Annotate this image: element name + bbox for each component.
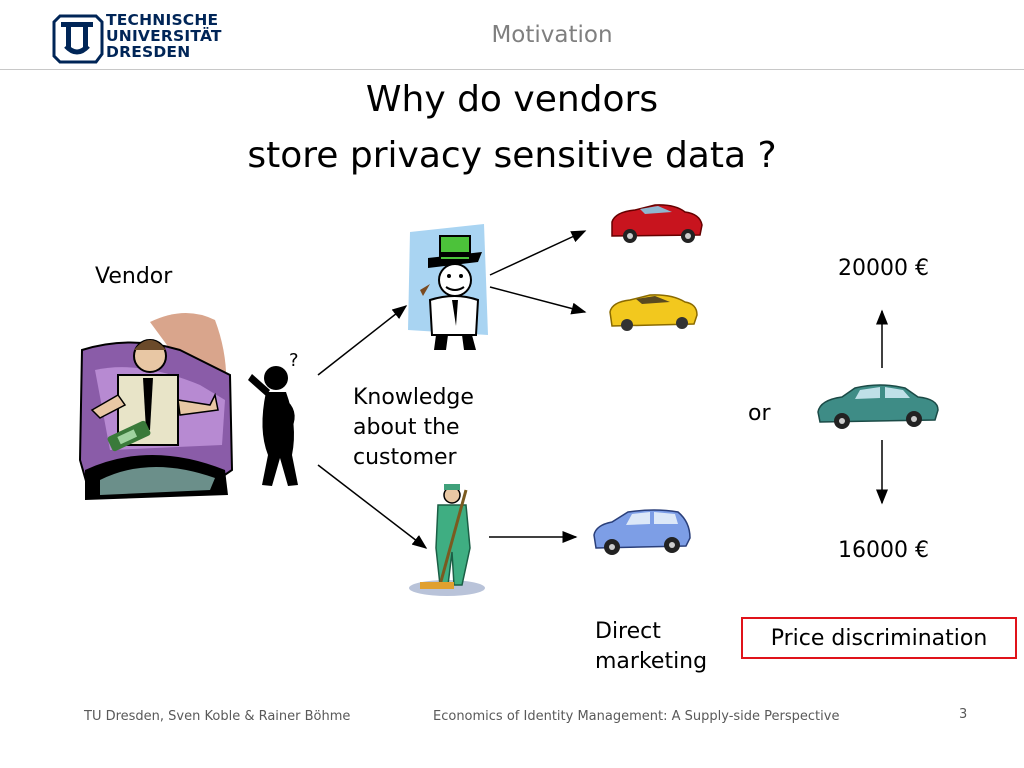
arrow-to-yellow-car — [490, 287, 585, 312]
footer-authors: TU Dresden, Sven Koble & Rainer Böhme — [84, 709, 350, 724]
blue-hatchback-icon — [594, 510, 690, 555]
yellow-sports-car-icon — [610, 295, 697, 331]
svg-text:?: ? — [289, 350, 299, 371]
teal-sedan-icon — [818, 385, 938, 429]
vendor-salesman-icon — [80, 313, 232, 500]
arrow-to-sweeper-customer — [318, 465, 426, 548]
red-sports-car-icon — [612, 205, 702, 243]
questioning-person-icon: ? — [248, 350, 299, 486]
arrow-to-rich-customer — [318, 306, 406, 375]
rich-customer-icon — [408, 224, 488, 350]
footer-presentation-title: Economics of Identity Management: A Supp… — [433, 709, 839, 724]
sweeper-customer-icon — [409, 484, 485, 596]
page-number: 3 — [959, 707, 967, 722]
arrow-to-red-car — [490, 231, 585, 275]
